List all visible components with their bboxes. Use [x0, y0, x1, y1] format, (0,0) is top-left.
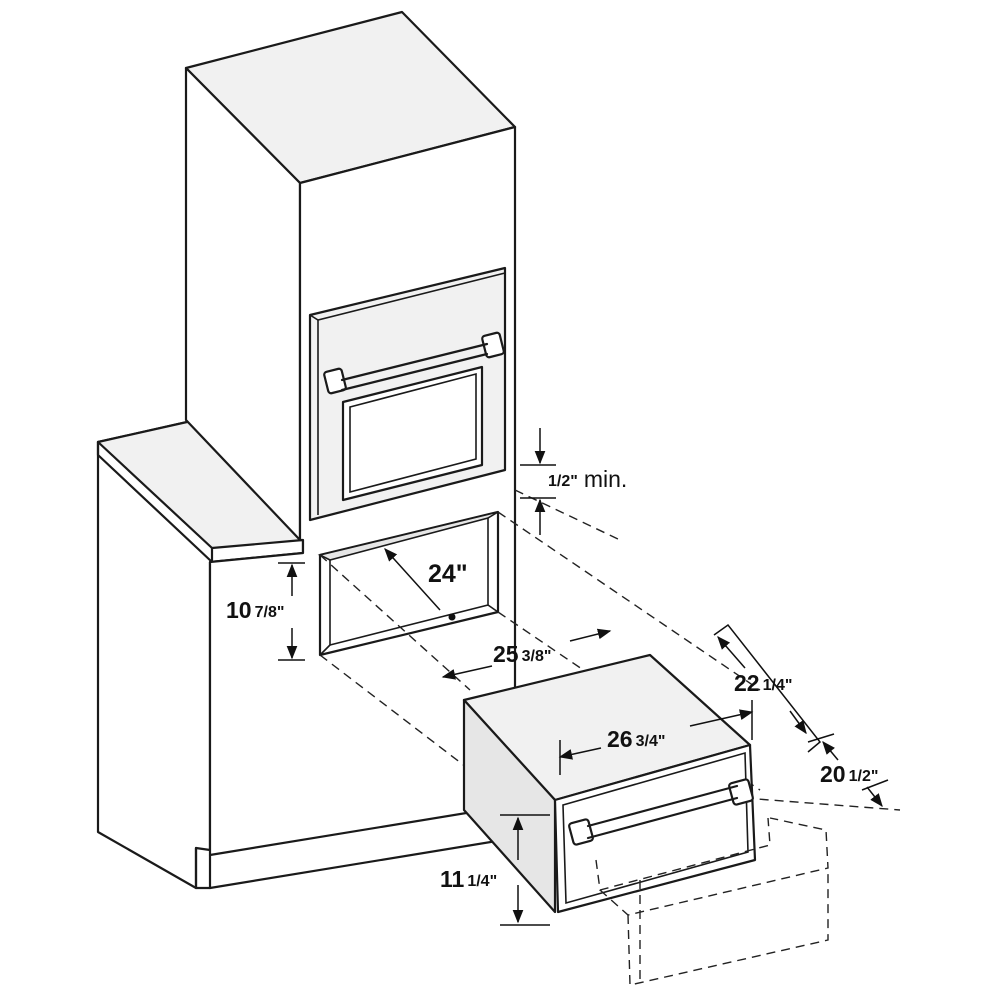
label-gap-min-suffix: min. [583, 466, 628, 492]
label-drawer-face-width-whole: 26 [607, 726, 633, 752]
label-drawer-body-depth-frac: 1/2" [848, 768, 879, 785]
label-opening-width-frac: 3/8" [521, 648, 552, 665]
label-drawer-depth-total-frac: 1/4" [762, 677, 793, 694]
label-gap-min: 1/2" min. [545, 468, 627, 491]
label-drawer-face-height-frac: 1/4" [467, 873, 498, 890]
label-drawer-depth-total-whole: 22 [734, 670, 760, 696]
base-cabinet [96, 418, 305, 890]
cutout-opening [317, 510, 500, 657]
dimension-lines [278, 428, 889, 926]
drawer-handle [568, 778, 754, 846]
label-opening-depth-whole: 24" [428, 560, 468, 588]
label-gap-min-frac: 1/2" [548, 473, 578, 490]
label-opening-height-whole: 10 [226, 597, 252, 623]
label-opening-height-frac: 7/8" [254, 604, 285, 621]
label-drawer-face-height-whole: 11 [440, 866, 465, 892]
label-opening-width-whole: 25 [493, 641, 519, 667]
oven-handle [323, 331, 505, 395]
wall-oven [308, 266, 507, 522]
label-drawer-face-width-frac: 3/4" [635, 733, 666, 750]
label-opening-depth: 24" [428, 562, 468, 587]
warming-drawer [462, 653, 829, 986]
label-drawer-body-depth-whole: 20 [820, 761, 846, 787]
